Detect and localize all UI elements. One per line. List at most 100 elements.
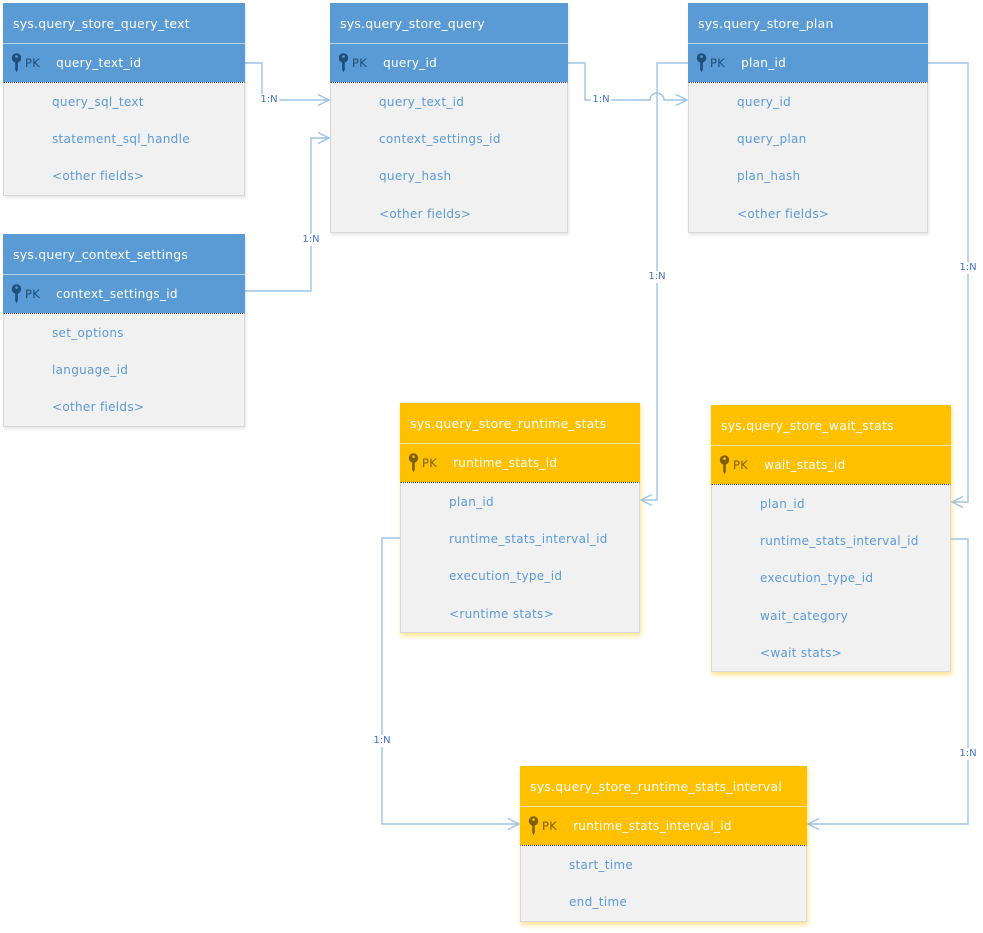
field-name: plan_id xyxy=(760,496,805,511)
field-name: runtime_stats_interval_id xyxy=(760,533,919,548)
primary-key-row: PK context_settings_id xyxy=(3,274,245,313)
cardinality-label: 1:N xyxy=(646,271,668,283)
relationship-line xyxy=(568,62,687,101)
field-row: runtime_stats_interval_id xyxy=(712,522,950,559)
table-body: set_options language_id <other fields> xyxy=(3,313,245,427)
field-row: runtime_stats_interval_id xyxy=(401,520,639,557)
field-row: start_time xyxy=(521,846,806,883)
field-name: query_sql_text xyxy=(52,94,144,109)
relationship-line xyxy=(245,137,329,292)
field-row: context_settings_id xyxy=(331,120,567,157)
field-row: plan_id xyxy=(401,483,639,520)
table-title-text: sys.query_store_runtime_stats xyxy=(410,415,607,431)
field-row: <other fields> xyxy=(689,195,927,232)
cardinality-label: 1:N xyxy=(300,234,322,246)
field-name: language_id xyxy=(52,362,129,377)
field-row: <other fields> xyxy=(4,389,244,426)
field-row: statement_sql_handle xyxy=(4,120,244,157)
pk-field-name: runtime_stats_interval_id xyxy=(573,819,732,833)
primary-key-icon xyxy=(338,52,349,72)
arrow-head-icon xyxy=(317,131,331,145)
field-name: <other fields> xyxy=(379,206,472,221)
field-name: execution_type_id xyxy=(449,569,563,584)
primary-key-icon xyxy=(696,52,707,72)
table-title-text: sys.query_store_query_text xyxy=(13,15,190,31)
pk-badge: PK xyxy=(352,56,368,70)
cardinality-label: 1:N xyxy=(371,735,393,747)
arrow-head-icon xyxy=(317,93,331,107)
field-row: <other fields> xyxy=(4,158,244,195)
table-title-text: sys.query_store_runtime_stats_interval xyxy=(530,778,783,794)
arrow-head-icon xyxy=(675,93,689,107)
pk-field-name: plan_id xyxy=(741,56,787,70)
table-body: query_id query_plan plan_hash<other fields… xyxy=(688,82,928,234)
table-title-text: sys.query_context_settings xyxy=(13,246,189,262)
pk-field-name: query_id xyxy=(383,56,438,70)
primary-key-row: PK plan_id xyxy=(688,43,928,82)
field-row: set_options xyxy=(4,314,244,351)
table-title: sys.query_context_settings xyxy=(3,234,245,274)
field-row: query_id xyxy=(689,83,927,120)
field-row: query_sql_text xyxy=(4,83,244,120)
table-title: sys.query_store_runtime_stats xyxy=(400,403,640,443)
field-row: <other fields> xyxy=(331,195,567,232)
field-name: <runtime stats> xyxy=(449,606,554,621)
field-name: query_hash xyxy=(379,169,452,184)
pk-field-name: wait_stats_id xyxy=(764,458,846,472)
field-row: wait_category xyxy=(712,597,950,634)
field-name: end_time xyxy=(569,894,628,909)
field-row: query_plan xyxy=(689,120,927,157)
field-name: set_options xyxy=(52,325,124,340)
arrow-head-icon xyxy=(639,493,653,507)
field-row: plan_hash xyxy=(689,158,927,195)
pk-field-name: context_settings_id xyxy=(56,287,178,301)
field-name: plan_id xyxy=(449,494,494,509)
table-body: plan_id runtime_stats_interval_id executio… xyxy=(711,484,951,673)
field-name: <other fields> xyxy=(52,169,145,184)
table-body: start_time end_time xyxy=(520,845,807,922)
field-row: execution_type_id xyxy=(401,558,639,595)
field-name: start_time xyxy=(569,857,634,872)
field-name: runtime_stats_interval_id xyxy=(449,531,608,546)
field-row: plan_id xyxy=(712,485,950,522)
primary-key-icon xyxy=(11,283,22,303)
cardinality-label: 1:N xyxy=(590,94,612,106)
primary-key-icon xyxy=(719,454,730,474)
cardinality-label: 1:N xyxy=(258,94,280,106)
table-title-text: sys.query_store_wait_stats xyxy=(721,417,894,433)
table-title: sys.query_store_runtime_stats_interval xyxy=(520,766,807,806)
field-row: end_time xyxy=(521,883,806,920)
field-name: query_text_id xyxy=(379,94,465,109)
field-row: execution_type_id xyxy=(712,560,950,597)
field-name: <other fields> xyxy=(52,400,145,415)
table-title-text: sys.query_store_plan xyxy=(698,15,834,31)
field-row: query_text_id xyxy=(331,83,567,120)
primary-key-row: PK query_text_id xyxy=(3,43,245,82)
pk-badge: PK xyxy=(25,287,41,301)
pk-badge: PK xyxy=(710,56,726,70)
field-name: query_plan xyxy=(737,131,807,146)
table-title: sys.query_store_query xyxy=(330,3,568,43)
pk-field-name: query_text_id xyxy=(56,56,142,70)
field-name: <wait stats> xyxy=(760,645,842,660)
primary-key-icon xyxy=(408,452,419,472)
table-body: query_text_id context_settings_id query_ha… xyxy=(330,82,568,234)
primary-key-row: PK query_id xyxy=(330,43,568,82)
field-row: language_id xyxy=(4,351,244,388)
pk-badge: PK xyxy=(422,456,438,470)
field-name: execution_type_id xyxy=(760,571,874,586)
field-row: <wait stats> xyxy=(712,634,950,671)
pk-badge: PK xyxy=(25,56,41,70)
primary-key-icon xyxy=(528,815,539,835)
cardinality-label: 1:N xyxy=(957,748,979,760)
field-row: <runtime stats> xyxy=(401,595,639,632)
arrow-head-icon xyxy=(507,817,521,831)
